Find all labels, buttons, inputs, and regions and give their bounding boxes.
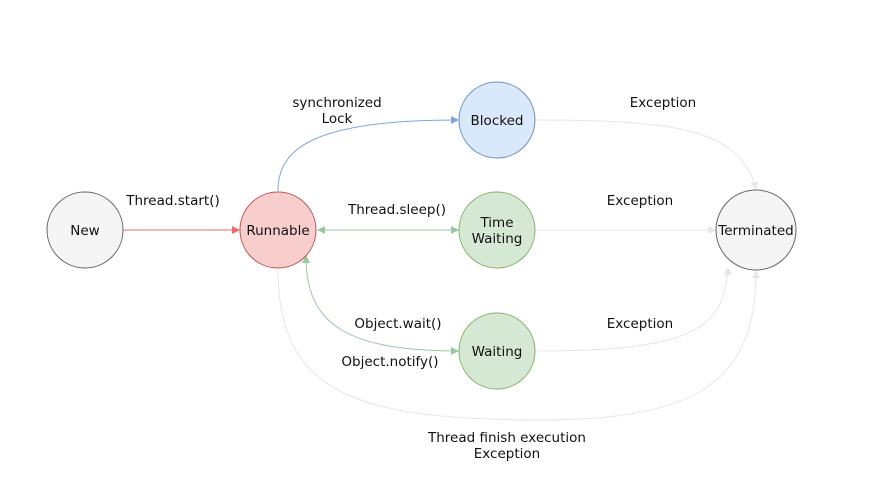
state-blocked-circle (458, 81, 536, 159)
state-runnable: Runnable (239, 191, 317, 269)
edge-blocked-exception (535, 119, 759, 190)
state-terminated-label: Terminated (717, 223, 793, 239)
state-waiting: Waiting (458, 312, 536, 390)
label-lock: Lock (322, 111, 353, 127)
label-object-notify: Object.notify() (341, 354, 438, 370)
label-thread-finish: Thread finish execution (427, 430, 586, 446)
state-runnable-circle (239, 191, 317, 269)
label-thread-start: Thread.start() (125, 193, 219, 209)
state-time-waiting-circle (458, 191, 536, 269)
state-time-waiting-label-line1: Time (479, 215, 513, 231)
state-terminated-circle (715, 189, 797, 271)
label-waiting-exception: Exception (607, 316, 673, 332)
edge-finish (277, 268, 760, 421)
state-new-label: New (70, 223, 99, 239)
state-time-waiting-label-line2: Waiting (472, 231, 523, 247)
state-terminated: Terminated (715, 189, 797, 271)
edge-waiting-exception (535, 267, 732, 352)
label-blocked-exception: Exception (630, 95, 696, 111)
state-blocked-label: Blocked (471, 113, 524, 129)
label-object-wait: Object.wait() (354, 316, 441, 332)
label-finish-exception: Exception (474, 446, 540, 462)
edge-lock (277, 116, 459, 192)
state-runnable-label: Runnable (246, 223, 309, 239)
label-time-waiting-exception: Exception (607, 193, 673, 209)
state-waiting-label: Waiting (472, 344, 523, 360)
edge-wait-notify (302, 255, 459, 355)
state-time-waiting: Time Waiting (458, 191, 536, 269)
state-waiting-circle (458, 312, 536, 390)
state-blocked: Blocked (458, 81, 536, 159)
state-new: New (46, 191, 124, 269)
label-thread-sleep: Thread.sleep() (347, 202, 446, 218)
label-synchronized: synchronized (292, 95, 381, 111)
state-new-circle (46, 191, 124, 269)
